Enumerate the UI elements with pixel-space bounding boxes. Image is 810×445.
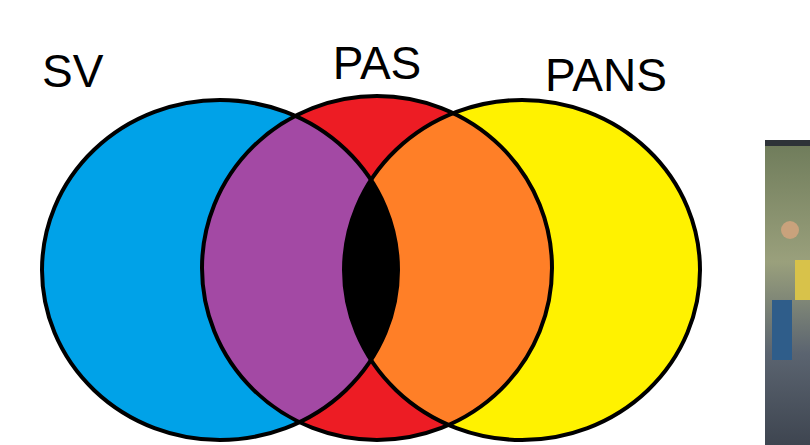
circle-outline xyxy=(344,100,700,440)
venn-circle: PANS xyxy=(344,100,700,440)
venn-circle: PAS xyxy=(202,96,552,440)
set-label: PANS xyxy=(545,52,667,98)
set-label: PAS xyxy=(202,40,552,86)
circle-outline xyxy=(202,96,552,440)
set-label: SV xyxy=(42,48,103,94)
photo-sliver xyxy=(765,140,810,445)
